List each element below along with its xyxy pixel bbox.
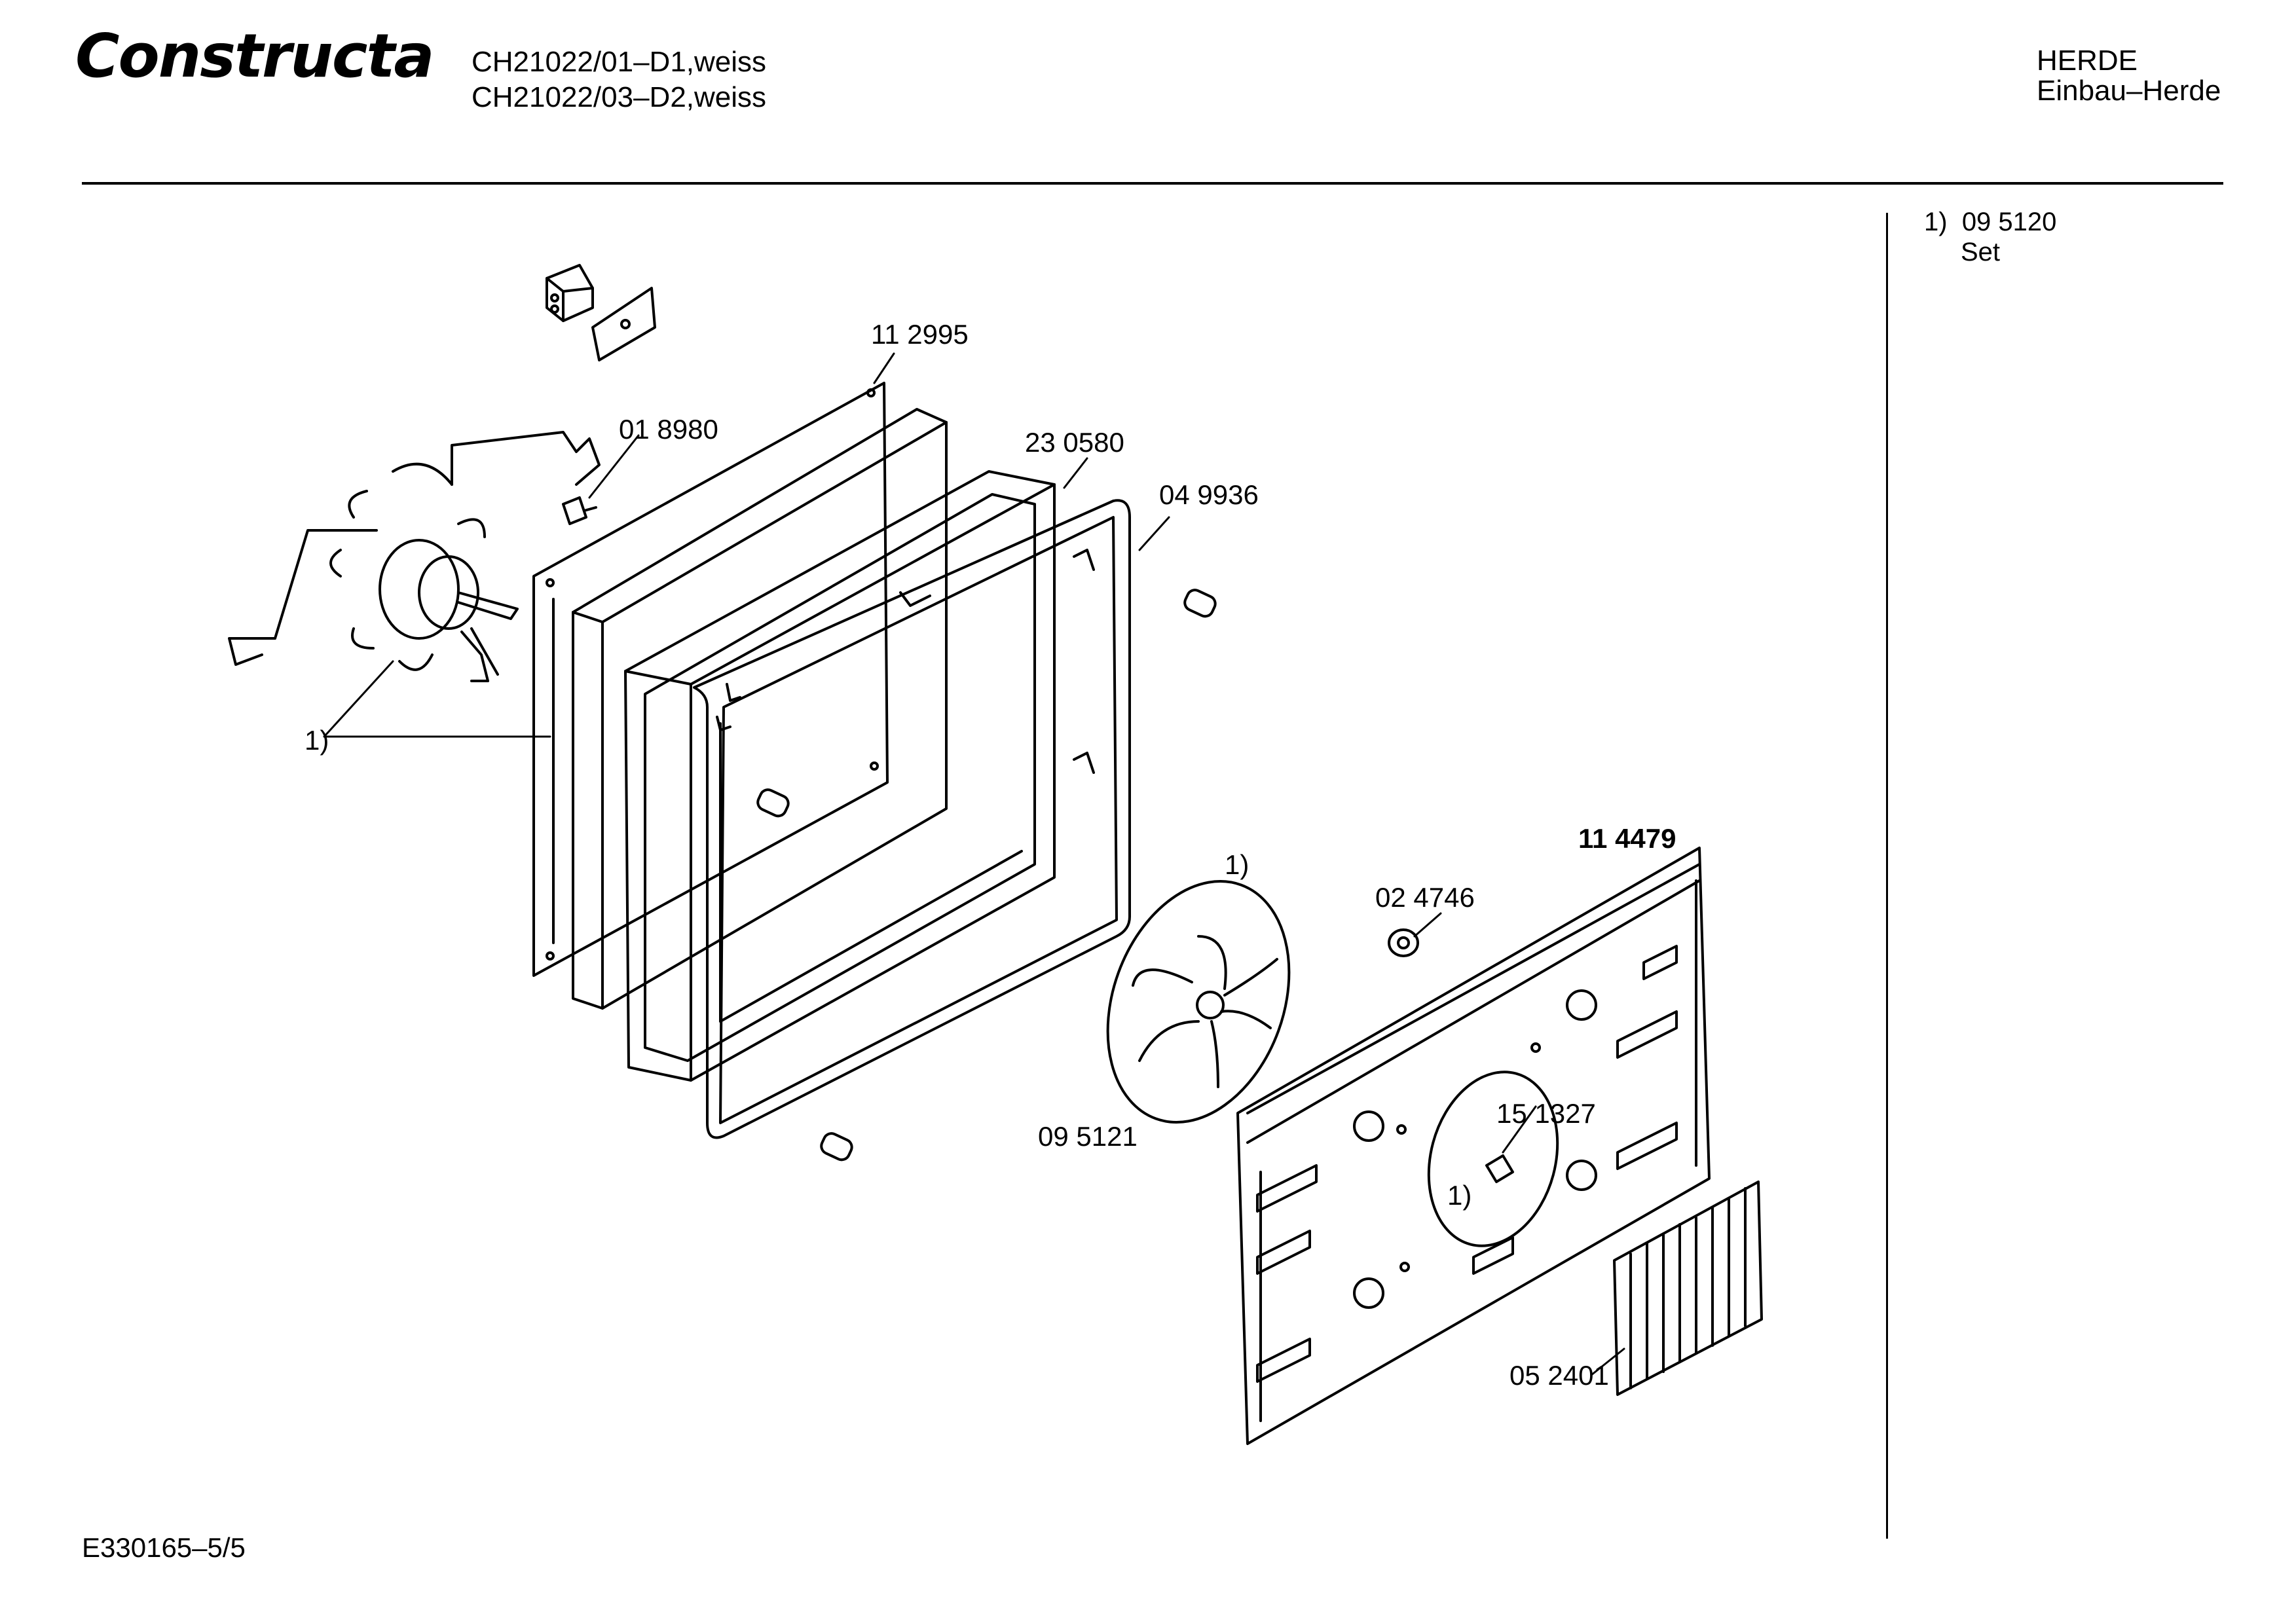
spacer-pin-part (756, 589, 1217, 1162)
model-line-1: CH21022/01–D1,weiss (472, 46, 767, 78)
category-subtitle: Einbau–Herde (2037, 75, 2221, 107)
oven-cavity-part (624, 470, 1056, 1082)
side-column-divider (1886, 213, 1888, 1539)
callout-02-4746: 02 4746 (1375, 882, 1475, 913)
callout-23-0580: 23 0580 (1025, 427, 1124, 458)
callout-set-fan: 1) (1225, 849, 1249, 880)
document-id: E330165–5/5 (82, 1532, 246, 1563)
leader-lines (323, 352, 1625, 1376)
header-divider (82, 182, 2223, 185)
convection-fan-part (1106, 880, 1291, 1124)
set-note-marker: 1) (1924, 208, 1948, 236)
back-plate-part (1236, 847, 1711, 1445)
small-bracket-part (546, 264, 594, 322)
motor-fan-assembly (228, 431, 601, 682)
screw-part (562, 496, 597, 525)
set-note: 1) 09 5120 Set (1924, 207, 2056, 267)
category-block: HERDE Einbau–Herde (2037, 46, 2221, 106)
model-list: CH21022/01–D1,weiss CH21022/03–D2,weiss (472, 45, 766, 115)
insulation-block-part (572, 408, 948, 1010)
callout-04-9936: 04 9936 (1159, 479, 1259, 510)
callout-09-5121: 09 5121 (1038, 1121, 1138, 1152)
model-line-2: CH21022/03–D2,weiss (472, 81, 767, 113)
grille-part (1613, 1181, 1763, 1396)
door-gasket-part (693, 499, 1131, 1139)
category-title: HERDE (2037, 45, 2138, 77)
insulation-pad-part (591, 287, 656, 361)
callout-15-1327: 15 1327 (1496, 1098, 1596, 1129)
callout-11-4479: 11 4479 (1578, 823, 1676, 854)
callout-11-2995: 11 2995 (871, 319, 969, 350)
callout-05-2401: 05 2401 (1509, 1360, 1609, 1391)
nut-part (1388, 928, 1419, 957)
rear-panel-part (532, 382, 889, 977)
brand-logo: Constructa (75, 21, 434, 91)
set-note-part-number: 09 5120 (1961, 208, 2057, 236)
callout-set-nut: 1) (1447, 1180, 1472, 1211)
set-note-description: Set (1961, 238, 2001, 266)
callout-01-8980: 01 8980 (619, 414, 718, 445)
callout-set-motor: 1) (305, 725, 329, 756)
